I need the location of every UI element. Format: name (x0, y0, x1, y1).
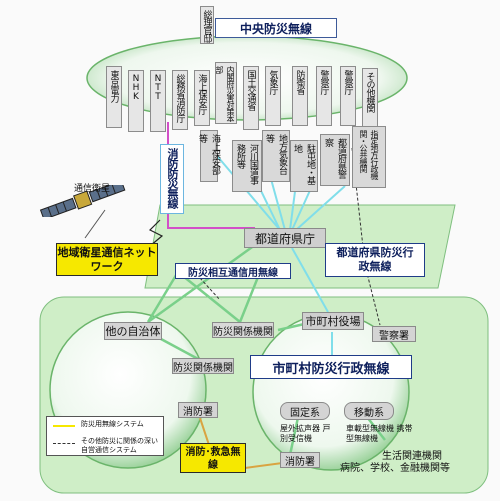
prefecture-office-label: 都道府県庁 (254, 231, 315, 246)
satellite-network-label: 地域衛星通信ネットワーク (57, 246, 157, 273)
pillar-label: NHK (131, 74, 141, 101)
other-gov-fire-station-label: 消防署 (183, 406, 213, 418)
pillar-jma: 気象庁 (265, 66, 281, 126)
life-orgs-title: 生活関連機関 (382, 451, 442, 462)
pillar-label: 東京電力 (108, 70, 119, 102)
pillar-fdma: 総務省消防庁 (172, 70, 188, 130)
other-gov-title-label: 他の自治体 (105, 325, 161, 338)
fire-wireless-label: 消防防災無線 (166, 148, 179, 208)
pillar-pref-police: 都道府県警察 (320, 134, 350, 186)
pillar-label: 警察庁 (342, 70, 353, 94)
pillar-local-admin: 指定地方行政機関・公共機関 (352, 126, 386, 188)
other-gov-disaster-org-label: 防災関係機関 (173, 362, 233, 374)
pillar-ntt: NTT (150, 70, 166, 132)
legend-solid-line (53, 425, 75, 427)
other-gov-disaster-org: 防災関係機関 (172, 358, 234, 374)
disaster-org-center-label: 防災関係機関 (213, 326, 273, 338)
pillar-cabinet: 内閣府災害対策本部 (215, 62, 237, 124)
prefecture-wireless-box: 都道府県防災行政無線 (325, 243, 425, 277)
central-title-text: 中央防災無線 (239, 21, 312, 36)
pillar-label: 国土交通省 (245, 70, 256, 110)
pillar-local-weather: 地方気象台等 (262, 130, 290, 182)
pillar-label: 内閣府災害対策本部 (216, 66, 235, 122)
municipal-office-label: 市町村役場 (305, 315, 361, 328)
mobile-system: 移動系 (344, 402, 394, 420)
pillar-coastguard-office: 海上保安部等 (197, 130, 220, 182)
police-station-label: 警察署 (379, 330, 409, 342)
pillar-hq-label: 総理官邸 (201, 10, 212, 42)
satellite-network-box: 地域衛星通信ネットワーク (56, 243, 158, 276)
mutual-wireless-box: 防災相互通信用無線 (175, 263, 291, 279)
mobile-desc: 車載型無線機 携帯型無線機 (346, 424, 413, 443)
pillar-label: 海上保安庁 (196, 74, 207, 114)
other-gov-title: 他の自治体 (104, 322, 162, 340)
pillar-label: 気象庁 (267, 70, 278, 94)
pillar-npa: 警察庁 (340, 66, 356, 126)
pillar-mod: 防衛省 (292, 66, 308, 126)
prefecture-office: 都道府県庁 (244, 228, 326, 248)
pillar-label: 海上保安部等 (197, 134, 220, 174)
pillar-soumu: 警察庁 (316, 66, 332, 126)
mutual-wireless-label: 防災相互通信用無線 (188, 267, 278, 279)
disaster-org-center: 防災関係機関 (212, 322, 274, 338)
pillar-label: 総務省消防庁 (174, 74, 185, 122)
municipal-wireless-label: 市町村防災行政無線 (272, 361, 390, 377)
municipal-fire-station-label: 消防署 (285, 456, 315, 468)
other-gov-fire-station: 消防署 (178, 402, 218, 418)
fixed-system-label: 固定系 (290, 407, 320, 419)
life-orgs-list: 病院、学校、金融機関等 (340, 463, 450, 474)
municipal-wireless-box: 市町村防災行政無線 (250, 355, 412, 379)
satellite-label: 通信衛星 (74, 184, 111, 194)
municipal-fire-station: 消防署 (280, 452, 320, 468)
legend: 防災用無線システム その他防災に関係の深い自営通信システム (46, 416, 164, 456)
police-station: 警察署 (372, 326, 416, 342)
pillar-others: その他機関 (362, 68, 378, 130)
pillar-nhk: NHK (128, 70, 144, 132)
pillar-coastguard: 海上保安庁 (194, 70, 210, 126)
pillar-label: 地方気象台等 (264, 134, 287, 174)
pillar-label: 防衛省 (294, 70, 305, 94)
fire-wireless-box: 消防防災無線 (160, 144, 184, 214)
pillar-label: その他機関 (364, 72, 375, 112)
legend-item-solid: 防災用無線システム (81, 420, 144, 428)
pillar-river-office: 河川国道事務所等 (232, 140, 262, 192)
pillar-tepco: 東京電力 (106, 66, 122, 128)
pillar-hq: 総理官邸 (200, 6, 214, 44)
mobile-system-label: 移動系 (354, 407, 384, 419)
municipal-office: 市町村役場 (302, 312, 364, 330)
central-title: 中央防災無線 (215, 18, 337, 38)
fixed-system: 固定系 (280, 402, 330, 420)
fixed-desc: 屋外拡声器 戸別受信機 (280, 424, 331, 443)
legend-dashed-line (53, 443, 75, 444)
rescue-wireless-label: 消防･救急無線 (185, 447, 241, 471)
pillar-label: 警察庁 (318, 70, 329, 94)
pillar-mlit: 国土交通省 (243, 66, 259, 130)
prefecture-wireless-label: 都道府県防災行政無線 (336, 246, 414, 273)
pillar-label: 都道府県警察 (323, 138, 346, 178)
legend-item-dashed: その他防災に関係の深い自営通信システム (81, 437, 158, 454)
pillar-label: 駐屯地・基地 (292, 144, 315, 184)
pillar-label: NTT (153, 74, 163, 101)
pillar-label: 河川国道事務所等 (235, 144, 258, 184)
pillar-garrison: 駐屯地・基地 (290, 140, 318, 192)
satellite-icon (38, 185, 128, 217)
pillar-label: 指定地方行政機関・公共機関 (359, 130, 379, 179)
rescue-wireless-box: 消防･救急無線 (180, 443, 246, 473)
